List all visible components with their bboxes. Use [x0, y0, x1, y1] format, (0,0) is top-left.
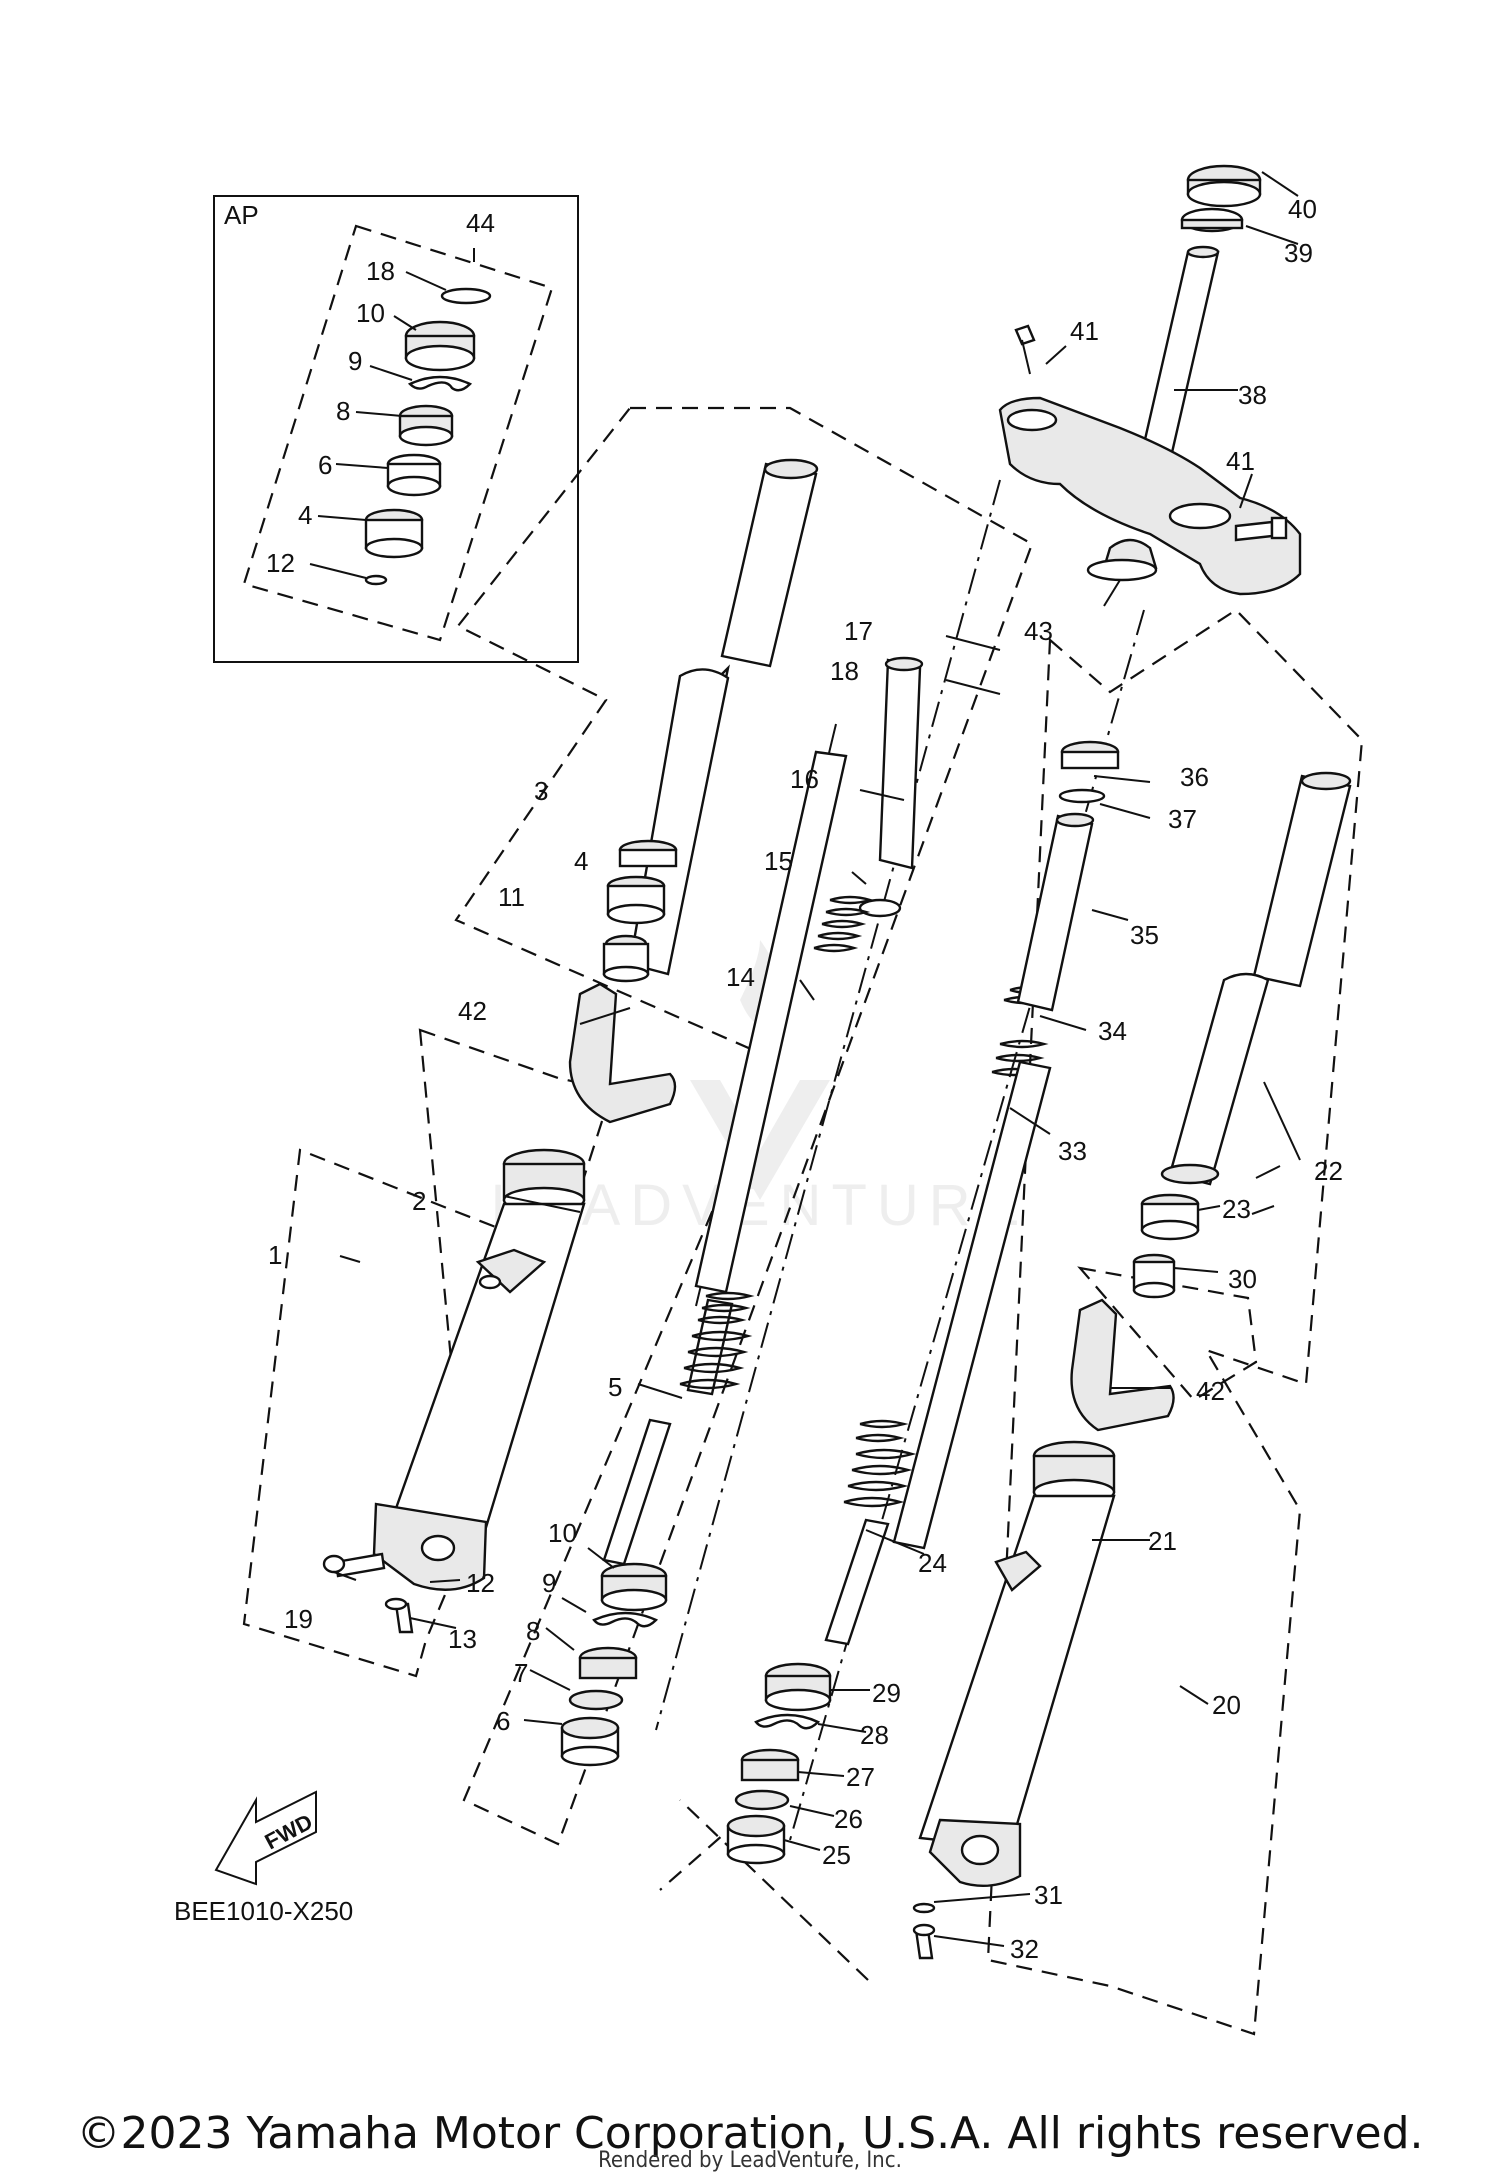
callout-19: 19 — [284, 1604, 313, 1634]
callout-35: 35 — [1130, 920, 1159, 950]
right-damper-rod — [824, 740, 1120, 1646]
callout-9: 9 — [542, 1568, 556, 1598]
callout-43: 43 — [1024, 616, 1053, 646]
callout-13: 13 — [448, 1624, 477, 1654]
rendered-by: Rendered by LeadVenture, Inc. — [598, 2148, 902, 2173]
steering-stem-assembly — [998, 164, 1302, 607]
callout-24: 24 — [918, 1548, 947, 1578]
callout-32: 32 — [1010, 1934, 1039, 1964]
callout-18: 18 — [830, 656, 859, 686]
callout-12: 12 — [466, 1568, 495, 1598]
copyright-notice: ©2023 Yamaha Motor Corporation, U.S.A. A… — [76, 2108, 1424, 2159]
fwd-arrow-icon: FWD — [214, 1790, 317, 1886]
callout-labels: 44 18 10 9 8 6 4 12 40 39 41 38 41 43 17… — [266, 194, 1343, 1964]
callout-27: 27 — [846, 1762, 875, 1792]
callout-6: 6 — [496, 1706, 510, 1736]
left-inner-tube — [602, 458, 819, 983]
springs — [679, 895, 1050, 1508]
callout-36: 36 — [1180, 762, 1209, 792]
right-outer-tube — [912, 1440, 1116, 1960]
callout-42: 42 — [1196, 1376, 1225, 1406]
callout-2: 2 — [412, 1186, 426, 1216]
callout-6: 6 — [318, 450, 332, 480]
right-inner-tube — [1132, 771, 1352, 1299]
part-code: BEE1010-X250 — [174, 1896, 353, 1926]
callout-8: 8 — [526, 1616, 540, 1646]
callout-11: 11 — [498, 882, 525, 912]
callout-37: 37 — [1168, 804, 1197, 834]
callout-40: 40 — [1288, 194, 1317, 224]
callout-10: 10 — [548, 1518, 577, 1548]
callout-29: 29 — [872, 1678, 901, 1708]
callout-15: 15 — [764, 846, 793, 876]
callout-16: 16 — [790, 764, 819, 794]
callout-1: 1 — [268, 1240, 282, 1270]
callout-41: 41 — [1070, 316, 1099, 346]
callout-7: 7 — [514, 1658, 528, 1688]
callout-3: 3 — [534, 776, 548, 806]
callout-38: 38 — [1238, 380, 1267, 410]
callout-26: 26 — [834, 1804, 863, 1834]
right-seal-stack — [726, 1662, 832, 1865]
callout-33: 33 — [1058, 1136, 1087, 1166]
callout-4: 4 — [298, 500, 312, 530]
callout-28: 28 — [860, 1720, 889, 1750]
callout-21: 21 — [1148, 1526, 1177, 1556]
callout-44: 44 — [466, 208, 495, 238]
leader-lines — [333, 635, 1301, 1947]
callout-12: 12 — [266, 548, 295, 578]
callout-10: 10 — [356, 298, 385, 328]
callout-8: 8 — [336, 396, 350, 426]
callout-42: 42 — [458, 996, 487, 1026]
callout-30: 30 — [1228, 1264, 1257, 1294]
callout-31: 31 — [1034, 1880, 1063, 1910]
callout-23: 23 — [1222, 1194, 1251, 1224]
callout-22: 22 — [1314, 1156, 1343, 1186]
left-seal-stack — [560, 1562, 668, 1767]
callout-14: 14 — [726, 962, 755, 992]
callout-18: 18 — [366, 256, 395, 286]
callout-17: 17 — [844, 616, 873, 646]
callout-20: 20 — [1212, 1690, 1241, 1720]
callout-4: 4 — [574, 846, 588, 876]
callout-34: 34 — [1098, 1016, 1127, 1046]
callout-41: 41 — [1226, 446, 1255, 476]
ap-inset: AP — [213, 195, 579, 663]
callout-25: 25 — [822, 1840, 851, 1870]
callout-9: 9 — [348, 346, 362, 376]
group-outlines — [242, 406, 1364, 2036]
inset-title: AP — [224, 200, 259, 230]
callout-39: 39 — [1284, 238, 1313, 268]
left-outer-tube — [322, 1148, 586, 1634]
callout-5: 5 — [608, 1372, 622, 1402]
